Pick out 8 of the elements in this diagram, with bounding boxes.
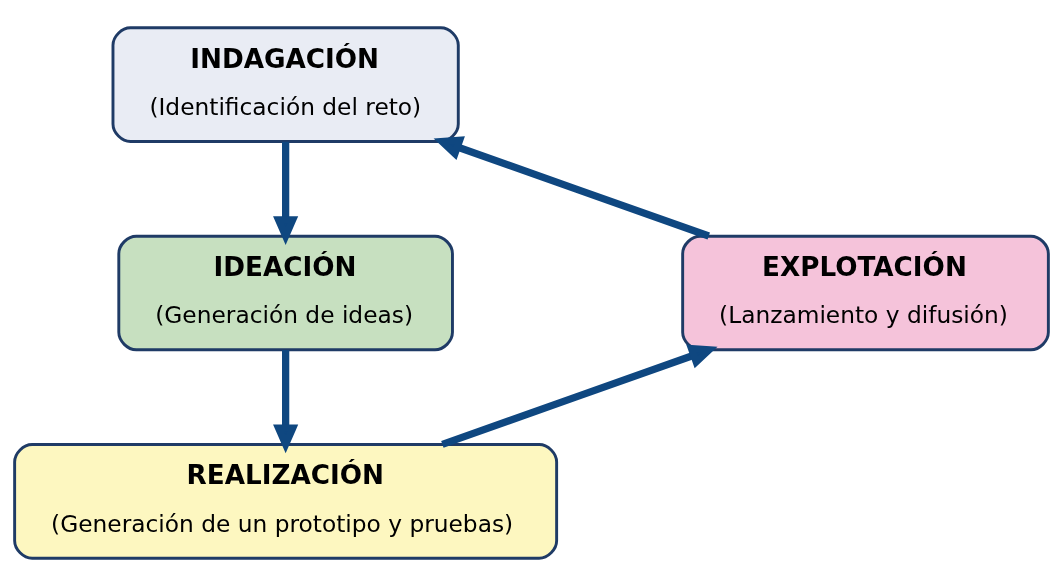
arrow bbox=[273, 141, 299, 245]
node-box: REALIZACIÓN (Generación de un prototipo y pruebas) bbox=[13, 442, 559, 560]
node-box: IDEACIÓN (Generación de ideas) bbox=[117, 234, 454, 351]
node-box: EXPLOTACIÓN (Lanzamiento y difusión) bbox=[681, 234, 1050, 351]
arrow bbox=[273, 349, 299, 453]
node-box: INDAGACIÓN (Identificación del reto) bbox=[111, 25, 460, 143]
arrow bbox=[441, 344, 718, 448]
arrow bbox=[433, 135, 710, 239]
